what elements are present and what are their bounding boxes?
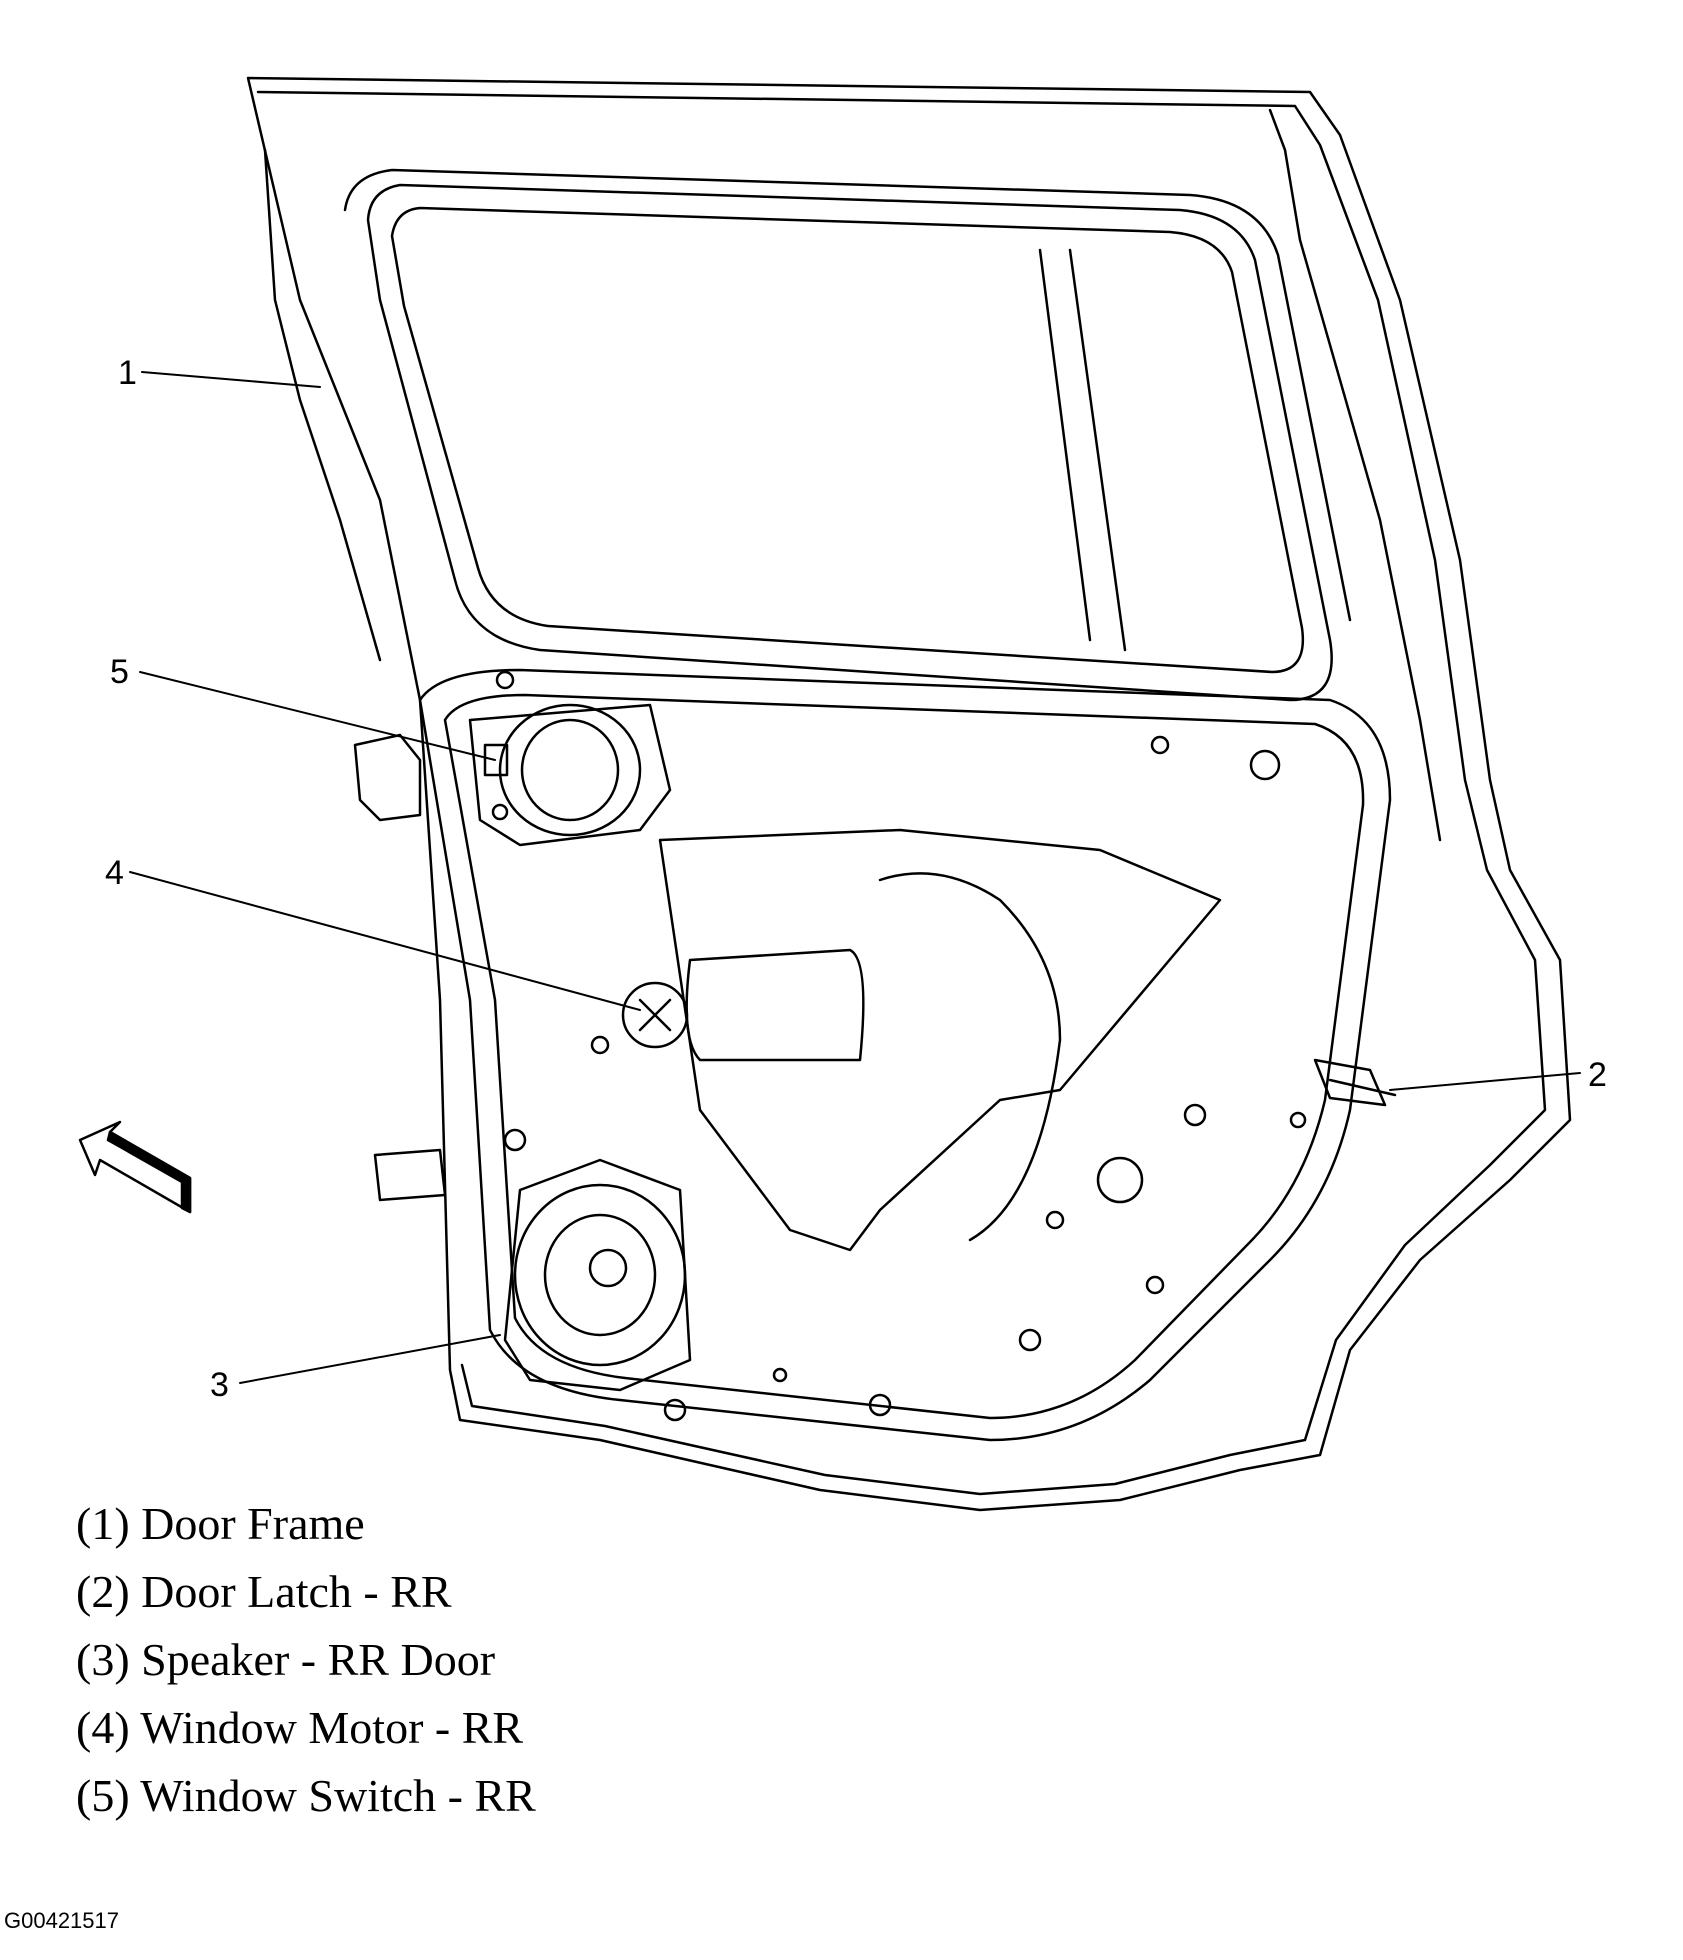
legend-item-door-latch: (2) Door Latch - RR [76, 1566, 452, 1617]
window-switch [470, 705, 670, 845]
legend-item-window-motor: (4) Window Motor - RR [76, 1702, 524, 1753]
door-diagram [0, 0, 1683, 1540]
legend-item-speaker: (3) Speaker - RR Door [76, 1634, 496, 1685]
callout-5: 5 [110, 653, 129, 691]
window-opening [345, 170, 1350, 700]
callout-3: 3 [210, 1366, 229, 1404]
door-latch [1315, 1060, 1395, 1105]
door-frame [248, 78, 1570, 1510]
legend: (1) Door Frame (2) Door Latch - RR (3) S… [76, 1490, 536, 1830]
callout-1: 1 [118, 354, 137, 392]
legend-item-window-switch: (5) Window Switch - RR [76, 1770, 536, 1821]
legend-item-door-frame: (1) Door Frame [76, 1498, 365, 1549]
inner-panel [420, 670, 1390, 1440]
callout-4: 4 [105, 854, 124, 892]
forward-arrow-icon [80, 1122, 190, 1212]
speaker [505, 1160, 690, 1390]
fasteners [497, 672, 1305, 1420]
hinges [355, 735, 445, 1200]
figure-id: G00421517 [4, 1908, 119, 1933]
callout-2: 2 [1588, 1056, 1607, 1094]
window-motor [623, 950, 863, 1060]
leader-lines [130, 372, 1580, 1383]
